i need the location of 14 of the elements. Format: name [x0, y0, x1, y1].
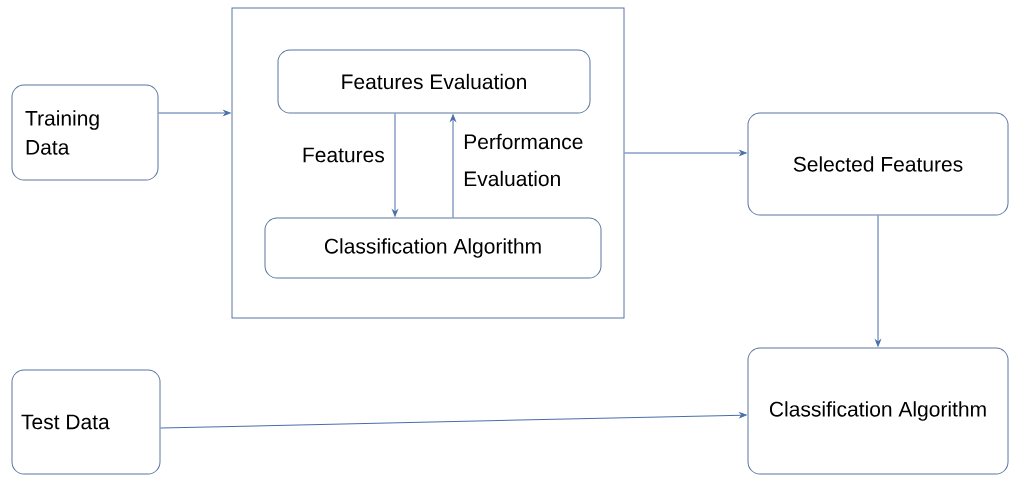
process-box: Classification Algorithm: [747, 347, 1009, 475]
arrow: [158, 110, 231, 116]
process-box: Training Data: [11, 84, 159, 181]
arrow: [875, 215, 881, 347]
arrow: [624, 150, 747, 156]
arrow: [392, 113, 398, 217]
arrow: [160, 412, 747, 429]
edge-label: Performance Evaluation: [464, 133, 583, 187]
process-box: Classification Algorithm: [264, 217, 602, 279]
arrow: [450, 114, 456, 218]
edge-label: Features: [303, 147, 385, 163]
process-box: Features Evaluation: [277, 49, 591, 114]
process-box: Test Data: [11, 369, 161, 475]
process-box: Selected Features: [747, 112, 1009, 216]
